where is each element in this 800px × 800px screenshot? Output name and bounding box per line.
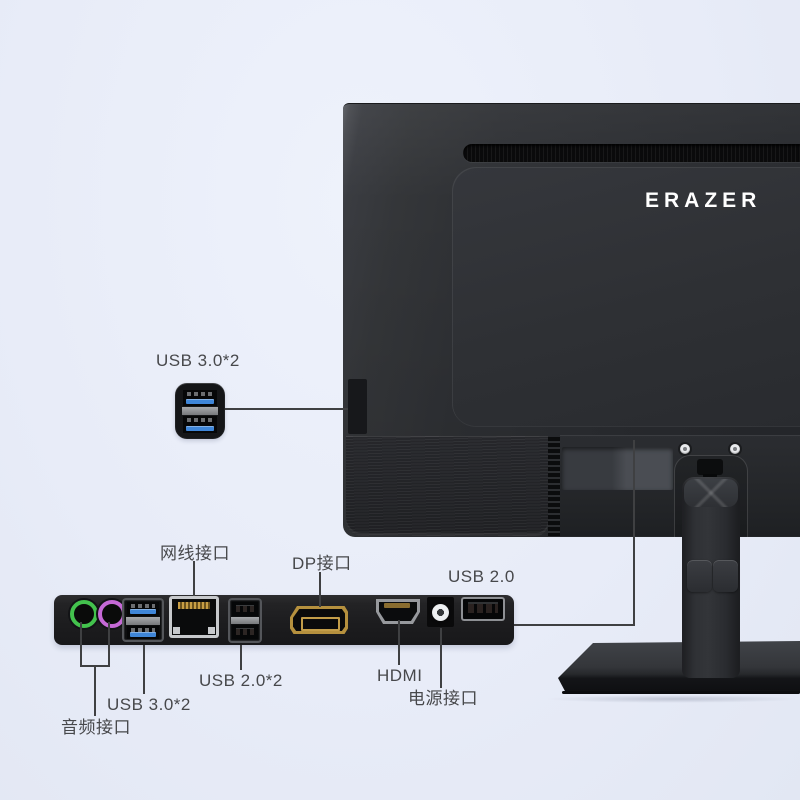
screw-icon xyxy=(680,444,690,454)
vent-column xyxy=(548,437,560,536)
usb3-port xyxy=(183,416,217,433)
usb2-port xyxy=(232,625,258,639)
hdmi-label: HDMI xyxy=(377,666,423,685)
usb2-pair-label: USB 2.0*2 xyxy=(199,671,283,690)
usb2-port-icon xyxy=(461,597,505,621)
rj45-notch xyxy=(208,627,215,634)
callout-line xyxy=(514,624,635,626)
callout-line xyxy=(440,628,442,688)
usb3-port xyxy=(127,602,159,616)
dp-slot xyxy=(301,617,340,631)
usb3-dual-port-icon xyxy=(175,383,225,439)
stand-base-lip xyxy=(562,691,800,694)
stand-base-shadow xyxy=(545,695,800,703)
callout-line xyxy=(633,440,635,626)
port-divider xyxy=(182,407,218,415)
rj45-notch xyxy=(173,627,180,634)
stand-release-latch xyxy=(697,459,723,479)
callout-line xyxy=(143,645,145,694)
bottom-grille-strip xyxy=(346,436,548,536)
screw-icon xyxy=(730,444,740,454)
callout-line xyxy=(94,667,96,716)
rj45-pins xyxy=(178,602,210,609)
cable-clip xyxy=(713,560,738,592)
callout-line xyxy=(108,622,110,667)
power-pin xyxy=(432,604,449,621)
usb3-dual-port-icon xyxy=(122,598,164,642)
callout-line xyxy=(80,665,110,667)
top-vent-slot xyxy=(463,144,800,162)
audio-out-jack-icon xyxy=(70,600,98,628)
audio-label: 音频接口 xyxy=(61,718,131,737)
stand-arm-hinge xyxy=(684,479,738,507)
usb2-dual-port-icon xyxy=(228,598,262,643)
monitor-inner-panel xyxy=(452,167,800,427)
callout-line xyxy=(225,408,348,410)
port-divider xyxy=(126,617,160,625)
side-usb-notch xyxy=(348,379,367,434)
ethernet-label: 网线接口 xyxy=(160,544,230,563)
io-panel xyxy=(54,595,514,645)
displayport-icon xyxy=(290,606,348,634)
usb3-pair-label: USB 3.0*2 xyxy=(107,695,191,714)
mic-jack-icon xyxy=(98,600,126,628)
recessed-slot xyxy=(562,447,673,490)
usb3-side-label: USB 3.0*2 xyxy=(156,351,240,370)
hdmi-port-icon xyxy=(376,597,420,624)
usb2-single-label: USB 2.0 xyxy=(448,567,515,586)
callout-line xyxy=(80,622,82,667)
usb3-port xyxy=(183,390,217,406)
ethernet-rj45-port-icon xyxy=(169,596,219,638)
callout-line xyxy=(240,645,242,670)
callout-line xyxy=(398,620,400,665)
brand-logo: ERAZER xyxy=(645,189,762,212)
power-label: 电源接口 xyxy=(408,689,478,708)
cable-clip xyxy=(687,560,712,592)
hdmi-slot xyxy=(384,603,410,608)
displayport-label: DP接口 xyxy=(292,554,352,573)
dc-power-jack-icon xyxy=(427,597,454,627)
callout-line xyxy=(193,561,195,596)
port-divider xyxy=(231,617,259,624)
callout-line xyxy=(319,572,321,607)
usb3-port xyxy=(127,626,159,639)
usb2-port xyxy=(232,602,258,616)
stand-base xyxy=(558,641,800,693)
